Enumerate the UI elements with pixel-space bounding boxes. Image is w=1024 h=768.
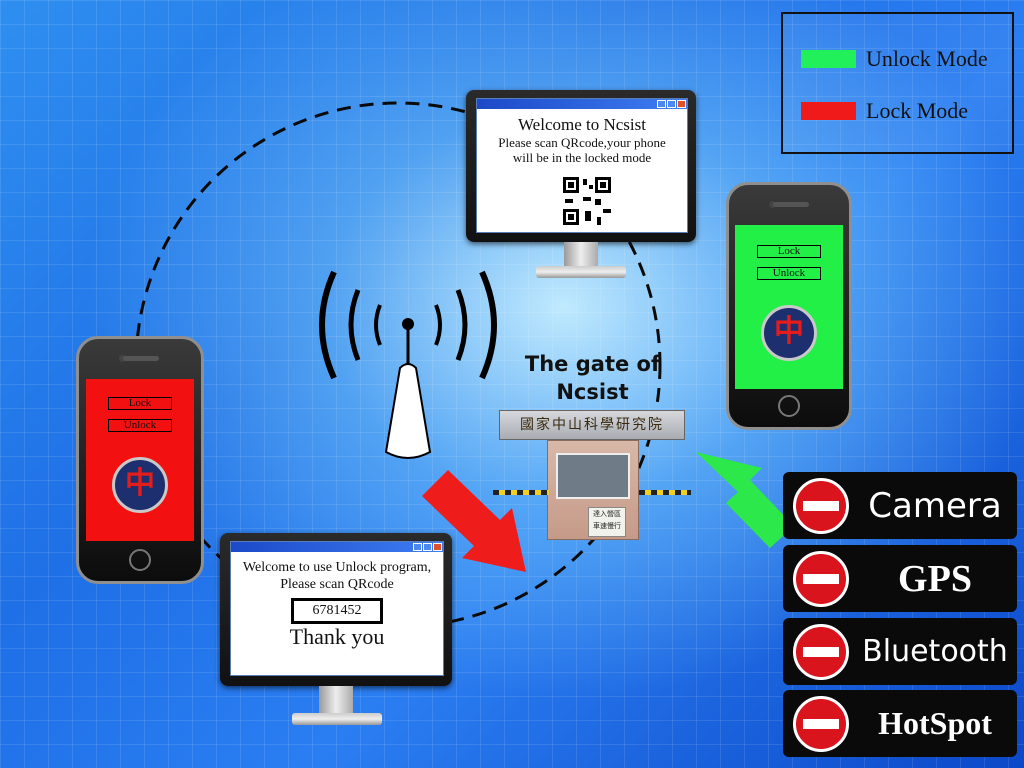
- close-icon[interactable]: [433, 543, 442, 551]
- right-phone: Lock Unlock 中: [726, 182, 852, 430]
- lock-button[interactable]: Lock: [757, 245, 821, 258]
- window-titlebar: [231, 542, 443, 552]
- front-camera-icon: [119, 355, 126, 362]
- antenna-icon: [384, 363, 432, 459]
- monitor-base: [292, 713, 382, 725]
- legend-item-unlock: Unlock Mode: [801, 46, 988, 72]
- maximize-icon[interactable]: [667, 100, 676, 108]
- no-entry-icon: [793, 696, 849, 752]
- monitor-neck: [564, 242, 598, 268]
- legend: Unlock Mode Lock Mode: [781, 12, 1014, 154]
- legend-swatch-unlock: [801, 50, 856, 68]
- booth-notice: 達入營區 車速慢行: [588, 507, 626, 537]
- phone-screen-lock-mode: Lock Unlock 中: [86, 379, 194, 541]
- no-entry-icon: [793, 624, 849, 680]
- no-entry-icon: [793, 551, 849, 607]
- arrow-into-gate: [422, 470, 526, 572]
- wifi-signal-icon: [319, 270, 497, 380]
- close-icon[interactable]: [677, 100, 686, 108]
- coverage-circle: [134, 101, 662, 629]
- window-titlebar: [477, 99, 687, 109]
- ncsist-emblem-icon: 中: [112, 457, 168, 513]
- gate-booth-wall: 達入營區 車速慢行: [547, 440, 639, 540]
- monitor-screen: Welcome to use Unlock program, Please sc…: [230, 541, 444, 676]
- barrier-left: [493, 490, 549, 495]
- speaker-grille: [123, 356, 159, 361]
- phone-screen-unlock-mode: Lock Unlock 中: [735, 225, 843, 389]
- ncsist-emblem-icon: 中: [761, 305, 817, 361]
- monitor-neck: [319, 686, 353, 714]
- monitor-base: [536, 266, 626, 278]
- top-monitor: Welcome to Ncsist Please scan QRcode,you…: [466, 90, 696, 290]
- front-camera-icon: [769, 201, 776, 208]
- top-monitor-line3: will be in the locked mode: [512, 150, 652, 165]
- disabled-gps: GPS: [783, 545, 1017, 612]
- feature-label-gps: GPS: [898, 557, 972, 600]
- monitor-screen: Welcome to Ncsist Please scan QRcode,you…: [476, 98, 688, 233]
- home-button-icon[interactable]: [129, 549, 151, 571]
- bottom-monitor-line1: Welcome to use Unlock program,: [242, 560, 432, 575]
- unlock-code-box: 6781452: [291, 598, 383, 624]
- unlock-button[interactable]: Unlock: [757, 267, 821, 280]
- home-button-icon[interactable]: [778, 395, 800, 417]
- bottom-monitor: Welcome to use Unlock program, Please sc…: [220, 533, 452, 733]
- legend-label-lock: Lock Mode: [866, 98, 969, 123]
- feature-label-bluetooth: Bluetooth: [862, 634, 1008, 669]
- disabled-camera: Camera: [783, 472, 1017, 539]
- barrier-right: [639, 490, 691, 495]
- unlock-button[interactable]: Unlock: [108, 419, 172, 432]
- speaker-grille: [773, 202, 809, 207]
- bottom-monitor-line2: Please scan QRcode: [280, 577, 394, 592]
- lock-button[interactable]: Lock: [108, 397, 172, 410]
- feature-label-hotspot: HotSpot: [878, 705, 992, 741]
- feature-label-camera: Camera: [868, 485, 1002, 526]
- maximize-icon[interactable]: [423, 543, 432, 551]
- qr-code-icon[interactable]: [561, 175, 613, 227]
- thank-you-text: Thank you: [289, 624, 385, 649]
- top-monitor-line1: Welcome to Ncsist: [518, 115, 646, 134]
- no-entry-icon: [793, 478, 849, 534]
- legend-label-unlock: Unlock Mode: [866, 46, 988, 71]
- minimize-icon[interactable]: [413, 543, 422, 551]
- gate-sign: 國家中山科學研究院: [499, 410, 685, 440]
- gate-title: The gate of Ncsist: [524, 352, 661, 404]
- legend-swatch-lock: [801, 102, 856, 120]
- disabled-bluetooth: Bluetooth: [783, 618, 1017, 685]
- gate-booth: 國家中山科學研究院 達入營區 車速慢行: [493, 410, 695, 545]
- minimize-icon[interactable]: [657, 100, 666, 108]
- left-phone: Lock Unlock 中: [76, 336, 204, 584]
- disabled-hotspot: HotSpot: [783, 690, 1017, 757]
- booth-window: [556, 453, 630, 499]
- legend-item-lock: Lock Mode: [801, 98, 968, 124]
- arrow-out-of-gate: [696, 452, 794, 548]
- top-monitor-line2: Please scan QRcode,your phone: [498, 135, 666, 150]
